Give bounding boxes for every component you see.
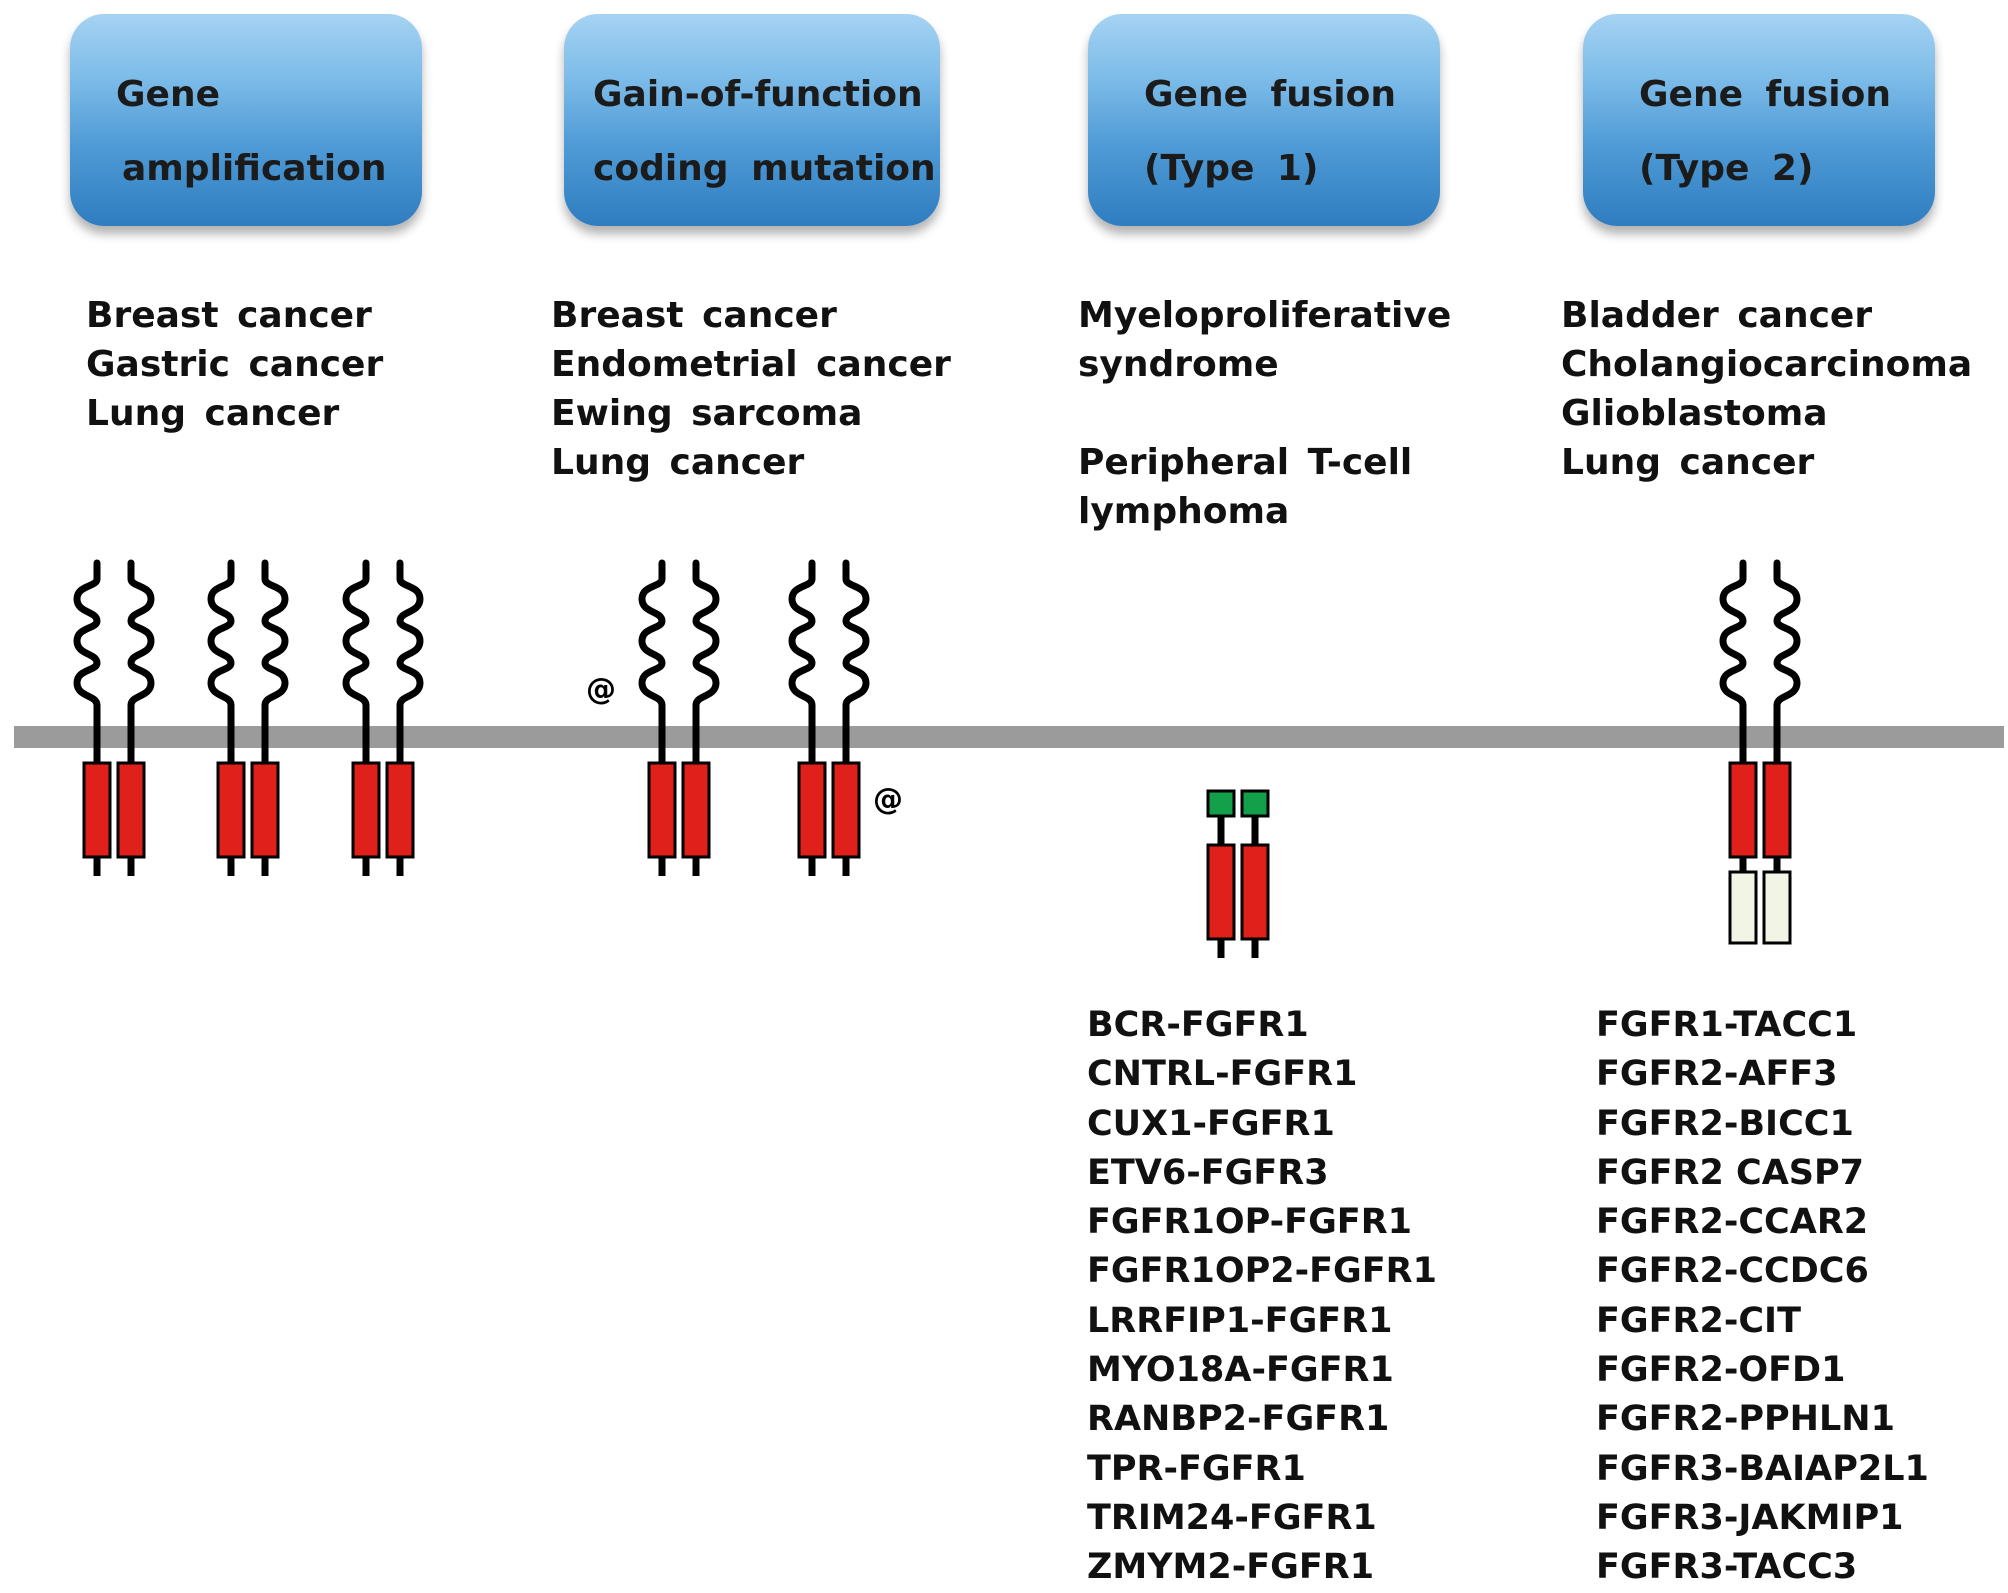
- receptor-dimer: [346, 563, 420, 876]
- fusion-item: FGFR2 CASP7: [1596, 1152, 1865, 1193]
- fusion-item: ZMYM2-FGFR1: [1087, 1547, 1375, 1588]
- receptor-dimer: [77, 563, 151, 876]
- kinase-domain: [385, 761, 415, 859]
- header-line-2: coding mutation: [593, 148, 936, 189]
- fusion-item: TPR-FGFR1: [1087, 1448, 1306, 1489]
- header-line-2: (Type 1): [1144, 148, 1319, 189]
- kinase-domain: [250, 761, 280, 859]
- fusion-item: FGFR1OP-FGFR1: [1087, 1202, 1413, 1243]
- fusion-list-type1: BCR-FGFR1 CNTRL-FGFR1 CUX1-FGFR1 ETV6-FG…: [1087, 1001, 1437, 1593]
- fusion-item: FGFR2-CCAR2: [1596, 1202, 1869, 1243]
- disease-list-mutation: Breast cancer Endometrial cancer Ewing s…: [551, 291, 951, 487]
- receptor-dimer-mutant: [792, 563, 866, 876]
- receptor-dimer: [211, 563, 285, 876]
- disease-item: Ewing sarcoma: [551, 393, 863, 434]
- fusion-item: FGFR2-CCDC6: [1596, 1251, 1869, 1292]
- receptor-dimer-mutant: [642, 563, 716, 876]
- kinase-domain: [82, 761, 112, 859]
- disease-item: Breast cancer: [86, 295, 372, 336]
- disease-item: Lung cancer: [1561, 442, 1815, 483]
- fusion-item: FGFR2-OFD1: [1596, 1350, 1846, 1391]
- kinase-domain: [1206, 843, 1236, 941]
- kinase-domain: [1762, 761, 1792, 859]
- disease-item: Cholangiocarcinoma: [1561, 344, 1973, 385]
- fusion-partner-domain: [1206, 789, 1236, 818]
- fusion-item: FGFR2-BICC1: [1596, 1103, 1854, 1144]
- fusion-item: BCR-FGFR1: [1087, 1005, 1309, 1045]
- kinase-domain: [681, 761, 711, 859]
- fusion-partner-domain: [1762, 870, 1792, 945]
- fusion-item: FGFR3-BAIAP2L1: [1596, 1448, 1929, 1489]
- header-line-1: Gene fusion: [1639, 74, 1891, 115]
- fusion-item: CUX1-FGFR1: [1087, 1103, 1335, 1144]
- header-line-1: Gene fusion: [1144, 74, 1396, 115]
- disease-item: Bladder cancer: [1561, 295, 1873, 336]
- kinase-domain: [1728, 761, 1758, 859]
- fusion-item: FGFR2-PPHLN1: [1596, 1399, 1895, 1440]
- disease-item: Lung cancer: [86, 393, 340, 434]
- header-line-1: Gene: [116, 74, 221, 115]
- fusion-partner-domain: [1728, 870, 1758, 945]
- header-gene-fusion-type1: Gene fusion (Type 1): [1088, 14, 1440, 226]
- fusion-item: FGFR2-AFF3: [1596, 1054, 1838, 1095]
- fusion-item: ETV6-FGFR3: [1087, 1152, 1329, 1193]
- mutation-marker: @: [873, 782, 903, 817]
- fusion-item: RANBP2-FGFR1: [1087, 1399, 1390, 1440]
- fusion-protein-type1: [1206, 789, 1270, 958]
- header-line-2: (Type 2): [1639, 148, 1814, 189]
- kinase-domain: [1240, 843, 1270, 941]
- kinase-domain: [831, 761, 861, 859]
- fusion-item: TRIM24-FGFR1: [1087, 1497, 1377, 1538]
- header-line-1: Gain-of-function: [593, 74, 923, 115]
- cell-membrane: [14, 726, 2004, 748]
- fusion-item: FGFR3-JAKMIP1: [1596, 1497, 1904, 1538]
- fusion-item: MYO18A-FGFR1: [1087, 1350, 1394, 1391]
- disease-item: Gastric cancer: [86, 344, 384, 385]
- disease-item: Breast cancer: [551, 295, 837, 336]
- header-gene-amplification: Gene amplification: [70, 14, 422, 226]
- disease-item: Myeloproliferative: [1078, 295, 1452, 336]
- mutation-marker: @: [586, 672, 616, 707]
- fusion-item: FGFR1-TACC1: [1596, 1005, 1858, 1045]
- kinase-domain: [647, 761, 677, 859]
- header-gain-of-function: Gain-of-function coding mutation: [564, 14, 940, 226]
- fusion-item: CNTRL-FGFR1: [1087, 1054, 1358, 1095]
- kinase-domain: [351, 761, 381, 859]
- fusion-partner-domain: [1240, 789, 1270, 818]
- kinase-domain: [797, 761, 827, 859]
- fusion-list-type2: FGFR1-TACC1 FGFR2-AFF3 FGFR2-BICC1 FGFR2…: [1596, 1001, 1929, 1593]
- kinase-domain: [116, 761, 146, 859]
- disease-item: Lung cancer: [551, 442, 805, 483]
- disease-list-fusion-type2: Bladder cancer Cholangiocarcinoma Gliobl…: [1561, 291, 1972, 487]
- disease-list-fusion-type1: Myeloproliferative syndrome Peripheral T…: [1078, 291, 1451, 536]
- fusion-item: FGFR3-TACC3: [1596, 1547, 1858, 1588]
- disease-item: Peripheral T-cell: [1078, 442, 1413, 483]
- disease-item: Glioblastoma: [1561, 393, 1828, 434]
- disease-list-amplification: Breast cancer Gastric cancer Lung cancer: [86, 291, 383, 438]
- fusion-item: FGFR2-CIT: [1596, 1300, 1801, 1341]
- disease-item: syndrome: [1078, 344, 1279, 385]
- disease-item: lymphoma: [1078, 491, 1290, 532]
- fusion-item: LRRFIP1-FGFR1: [1087, 1300, 1393, 1341]
- disease-item: Endometrial cancer: [551, 344, 951, 385]
- kinase-domain: [216, 761, 246, 859]
- header-line-2: amplification: [122, 148, 387, 189]
- fusion-item: FGFR1OP2-FGFR1: [1087, 1251, 1437, 1292]
- header-gene-fusion-type2: Gene fusion (Type 2): [1583, 14, 1935, 226]
- fusion-protein-type2: [1723, 563, 1797, 945]
